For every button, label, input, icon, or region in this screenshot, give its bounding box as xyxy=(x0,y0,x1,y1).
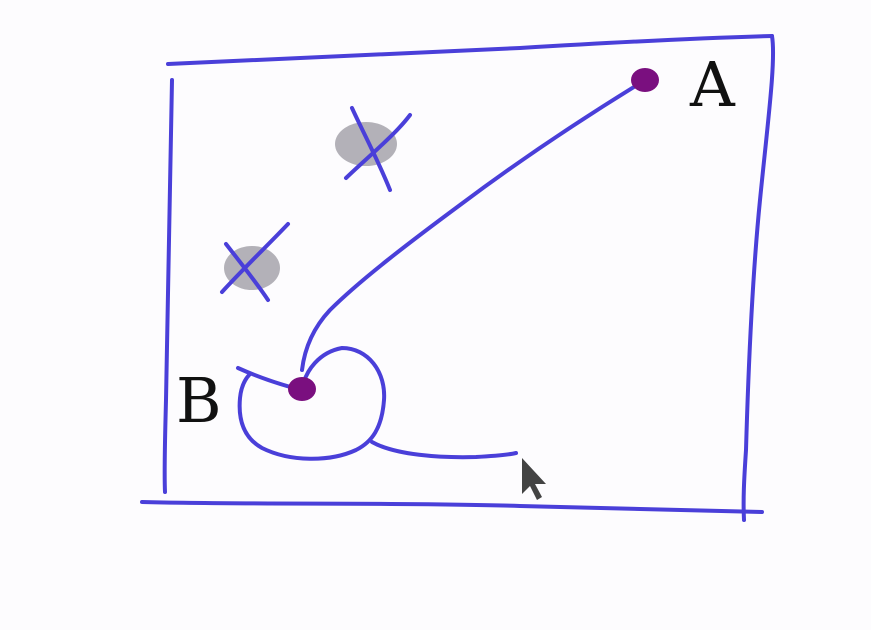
path-a-to-b xyxy=(300,80,644,372)
outline-top-edge xyxy=(166,34,774,66)
outline-right-edge xyxy=(741,34,776,522)
x-mark-icon xyxy=(350,106,392,192)
x-mark-icon xyxy=(344,113,412,180)
x-mark-icon xyxy=(220,222,290,294)
outline-left-edge xyxy=(162,78,174,494)
mouse-pointer-icon xyxy=(522,458,546,500)
label-point-a: A xyxy=(689,48,736,121)
label-point-b: B xyxy=(176,364,222,437)
point-b xyxy=(288,377,316,401)
tail-stroke xyxy=(370,440,518,460)
room-outline xyxy=(140,34,776,522)
obstacle-marker-lower xyxy=(220,222,290,302)
point-a xyxy=(631,68,659,92)
smudge-upper xyxy=(335,122,397,166)
x-mark-icon xyxy=(224,242,270,302)
obstacle-marker-upper xyxy=(335,106,412,192)
cursor-arrow xyxy=(522,458,546,500)
outline-bottom-edge xyxy=(140,500,764,514)
pocket-shape xyxy=(236,346,387,461)
